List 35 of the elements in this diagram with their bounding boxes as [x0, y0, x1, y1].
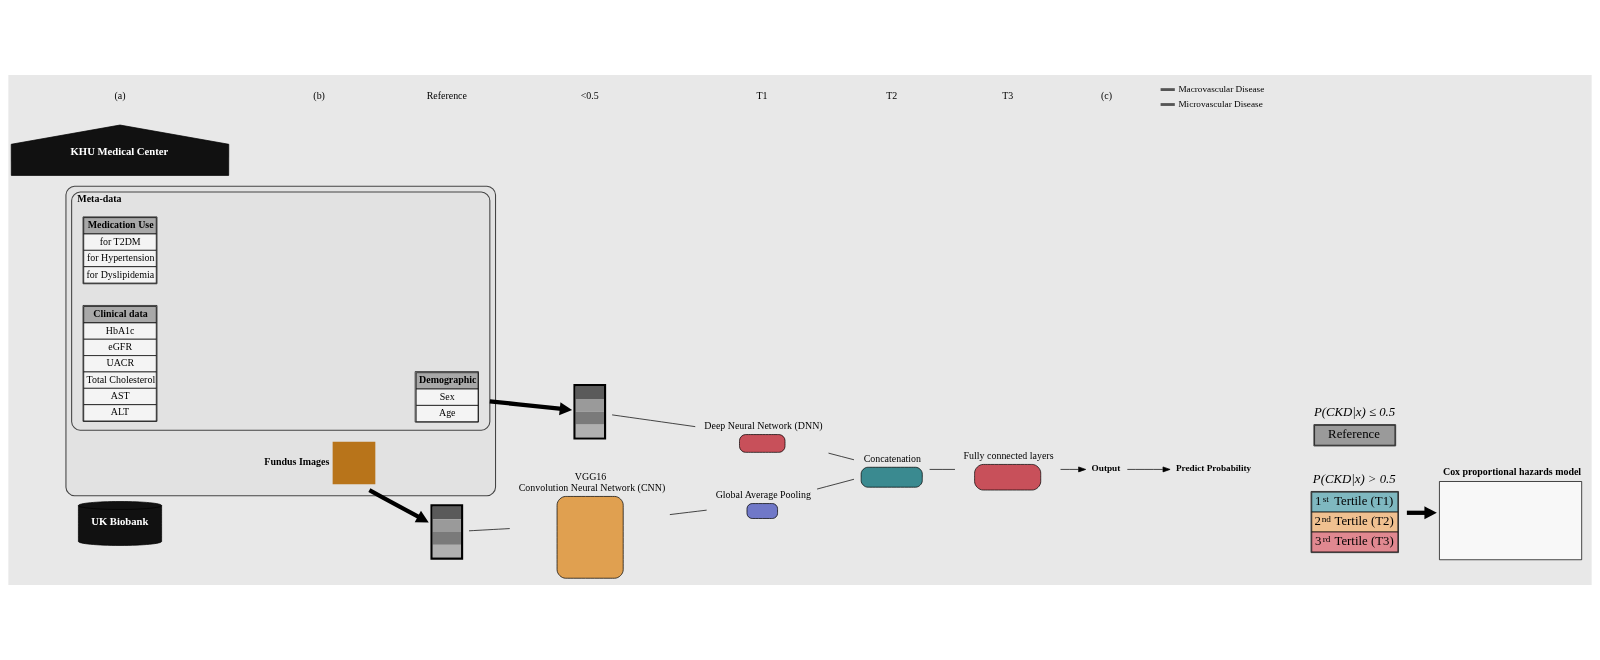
connector [468, 528, 511, 532]
connector [669, 509, 707, 515]
node-label: P(CKD|x) ≤ 0.5 [1313, 404, 1396, 419]
label: (a) [114, 90, 126, 102]
arrow [1060, 466, 1087, 473]
legend-label: Macrovascular Disease [1178, 84, 1265, 94]
cluster [65, 185, 497, 497]
node-label: Deep Neural Network (DNN) [704, 420, 823, 432]
node-label: P(CKD|x) > 0.5 [1312, 471, 1396, 486]
node-label: Global Average Pooling [715, 489, 811, 501]
label: T2 [886, 90, 898, 102]
label: Reference [426, 90, 467, 102]
arrow [489, 399, 573, 416]
node-label: Concatenation [863, 452, 922, 464]
label: (c) [1101, 90, 1113, 102]
node-box [332, 441, 376, 485]
connector [929, 469, 956, 470]
connector [611, 414, 696, 427]
arrow [1406, 506, 1437, 520]
label: (b) [313, 90, 325, 102]
node-label: Fully connected layers [963, 449, 1054, 461]
connector [816, 478, 855, 490]
node-text: Predict Probability [1175, 463, 1252, 474]
arrow [368, 488, 429, 523]
label: T1 [756, 90, 768, 102]
node-label: VGG16 [574, 471, 607, 483]
legend-label: Microvascular Disease [1178, 98, 1263, 109]
node-label: Cox proportional hazards model [1442, 466, 1582, 478]
arrow [1126, 466, 1171, 473]
node-label: Convolution Neural Network (CNN) [518, 481, 666, 493]
node-text: Output [1091, 463, 1121, 474]
node-label: Fundus Images [264, 455, 330, 467]
label: T3 [1002, 90, 1014, 102]
label: <0.5 [580, 90, 599, 102]
connector [828, 452, 855, 461]
